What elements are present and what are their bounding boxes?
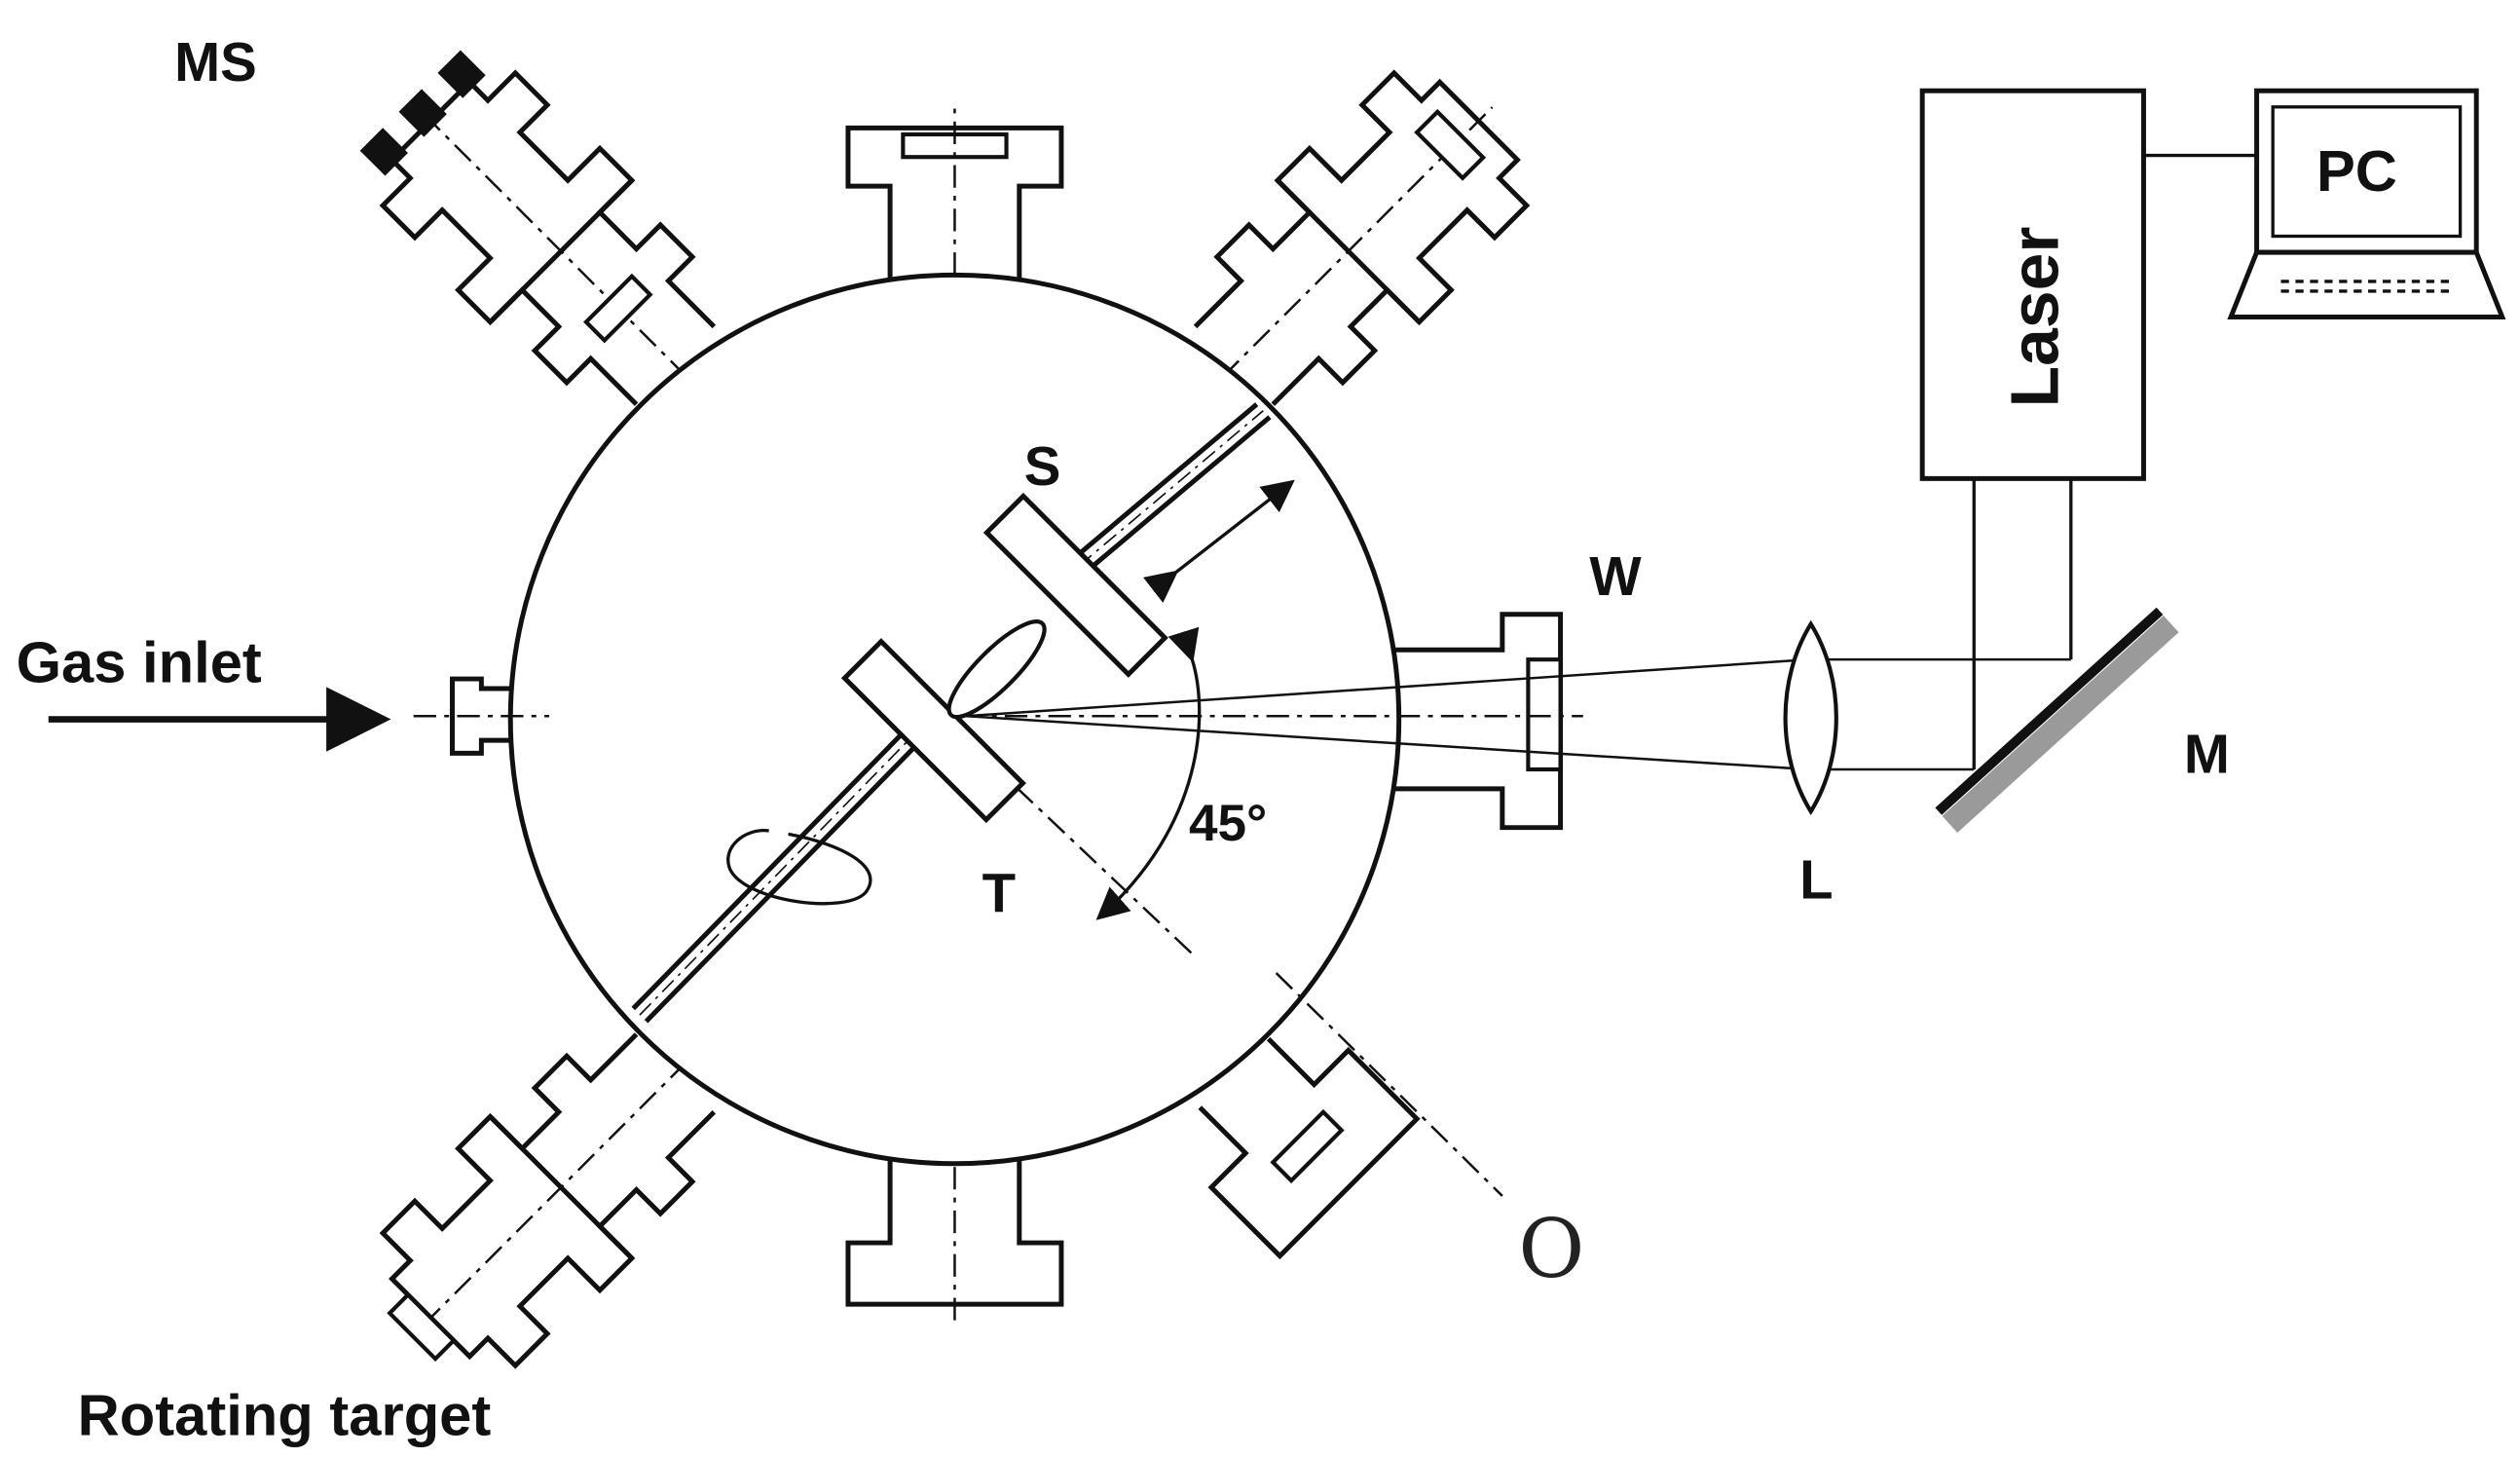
substrate-motion-arrow (1142, 479, 1295, 604)
port-observation (1198, 1036, 1421, 1260)
target-shaft (631, 709, 939, 1024)
label-pc: PC (2316, 138, 2397, 204)
angle-arc (1095, 626, 1202, 920)
label-mirror: M (2184, 723, 2230, 784)
port-window (1386, 612, 1564, 831)
port-upper-right (1152, 36, 1563, 447)
label-gas-inlet: Gas inlet (17, 629, 262, 694)
label-substrate: S (1024, 435, 1061, 497)
label-lens: L (1799, 849, 1833, 911)
label-angle: 45° (1189, 795, 1267, 852)
port-ms (340, 29, 758, 447)
label-window: W (1589, 545, 1642, 607)
port-bottom (845, 1123, 1064, 1321)
port-gas-inlet (450, 676, 514, 756)
label-target: T (982, 862, 1016, 923)
focusing-lens (1783, 619, 1838, 816)
label-ms: MS (174, 31, 257, 93)
pc-icon (2227, 88, 2506, 319)
mirror (1935, 607, 2179, 833)
label-observation: O (1518, 1202, 1584, 1296)
port-top (845, 108, 1064, 319)
port-rotating-target (342, 991, 758, 1406)
label-rotating-target: Rotating target (78, 1382, 492, 1447)
laser-box (1919, 88, 2146, 481)
rotation-arrow (726, 829, 872, 906)
label-laser: Laser (1997, 226, 2073, 407)
plasma-plume (946, 619, 1047, 720)
